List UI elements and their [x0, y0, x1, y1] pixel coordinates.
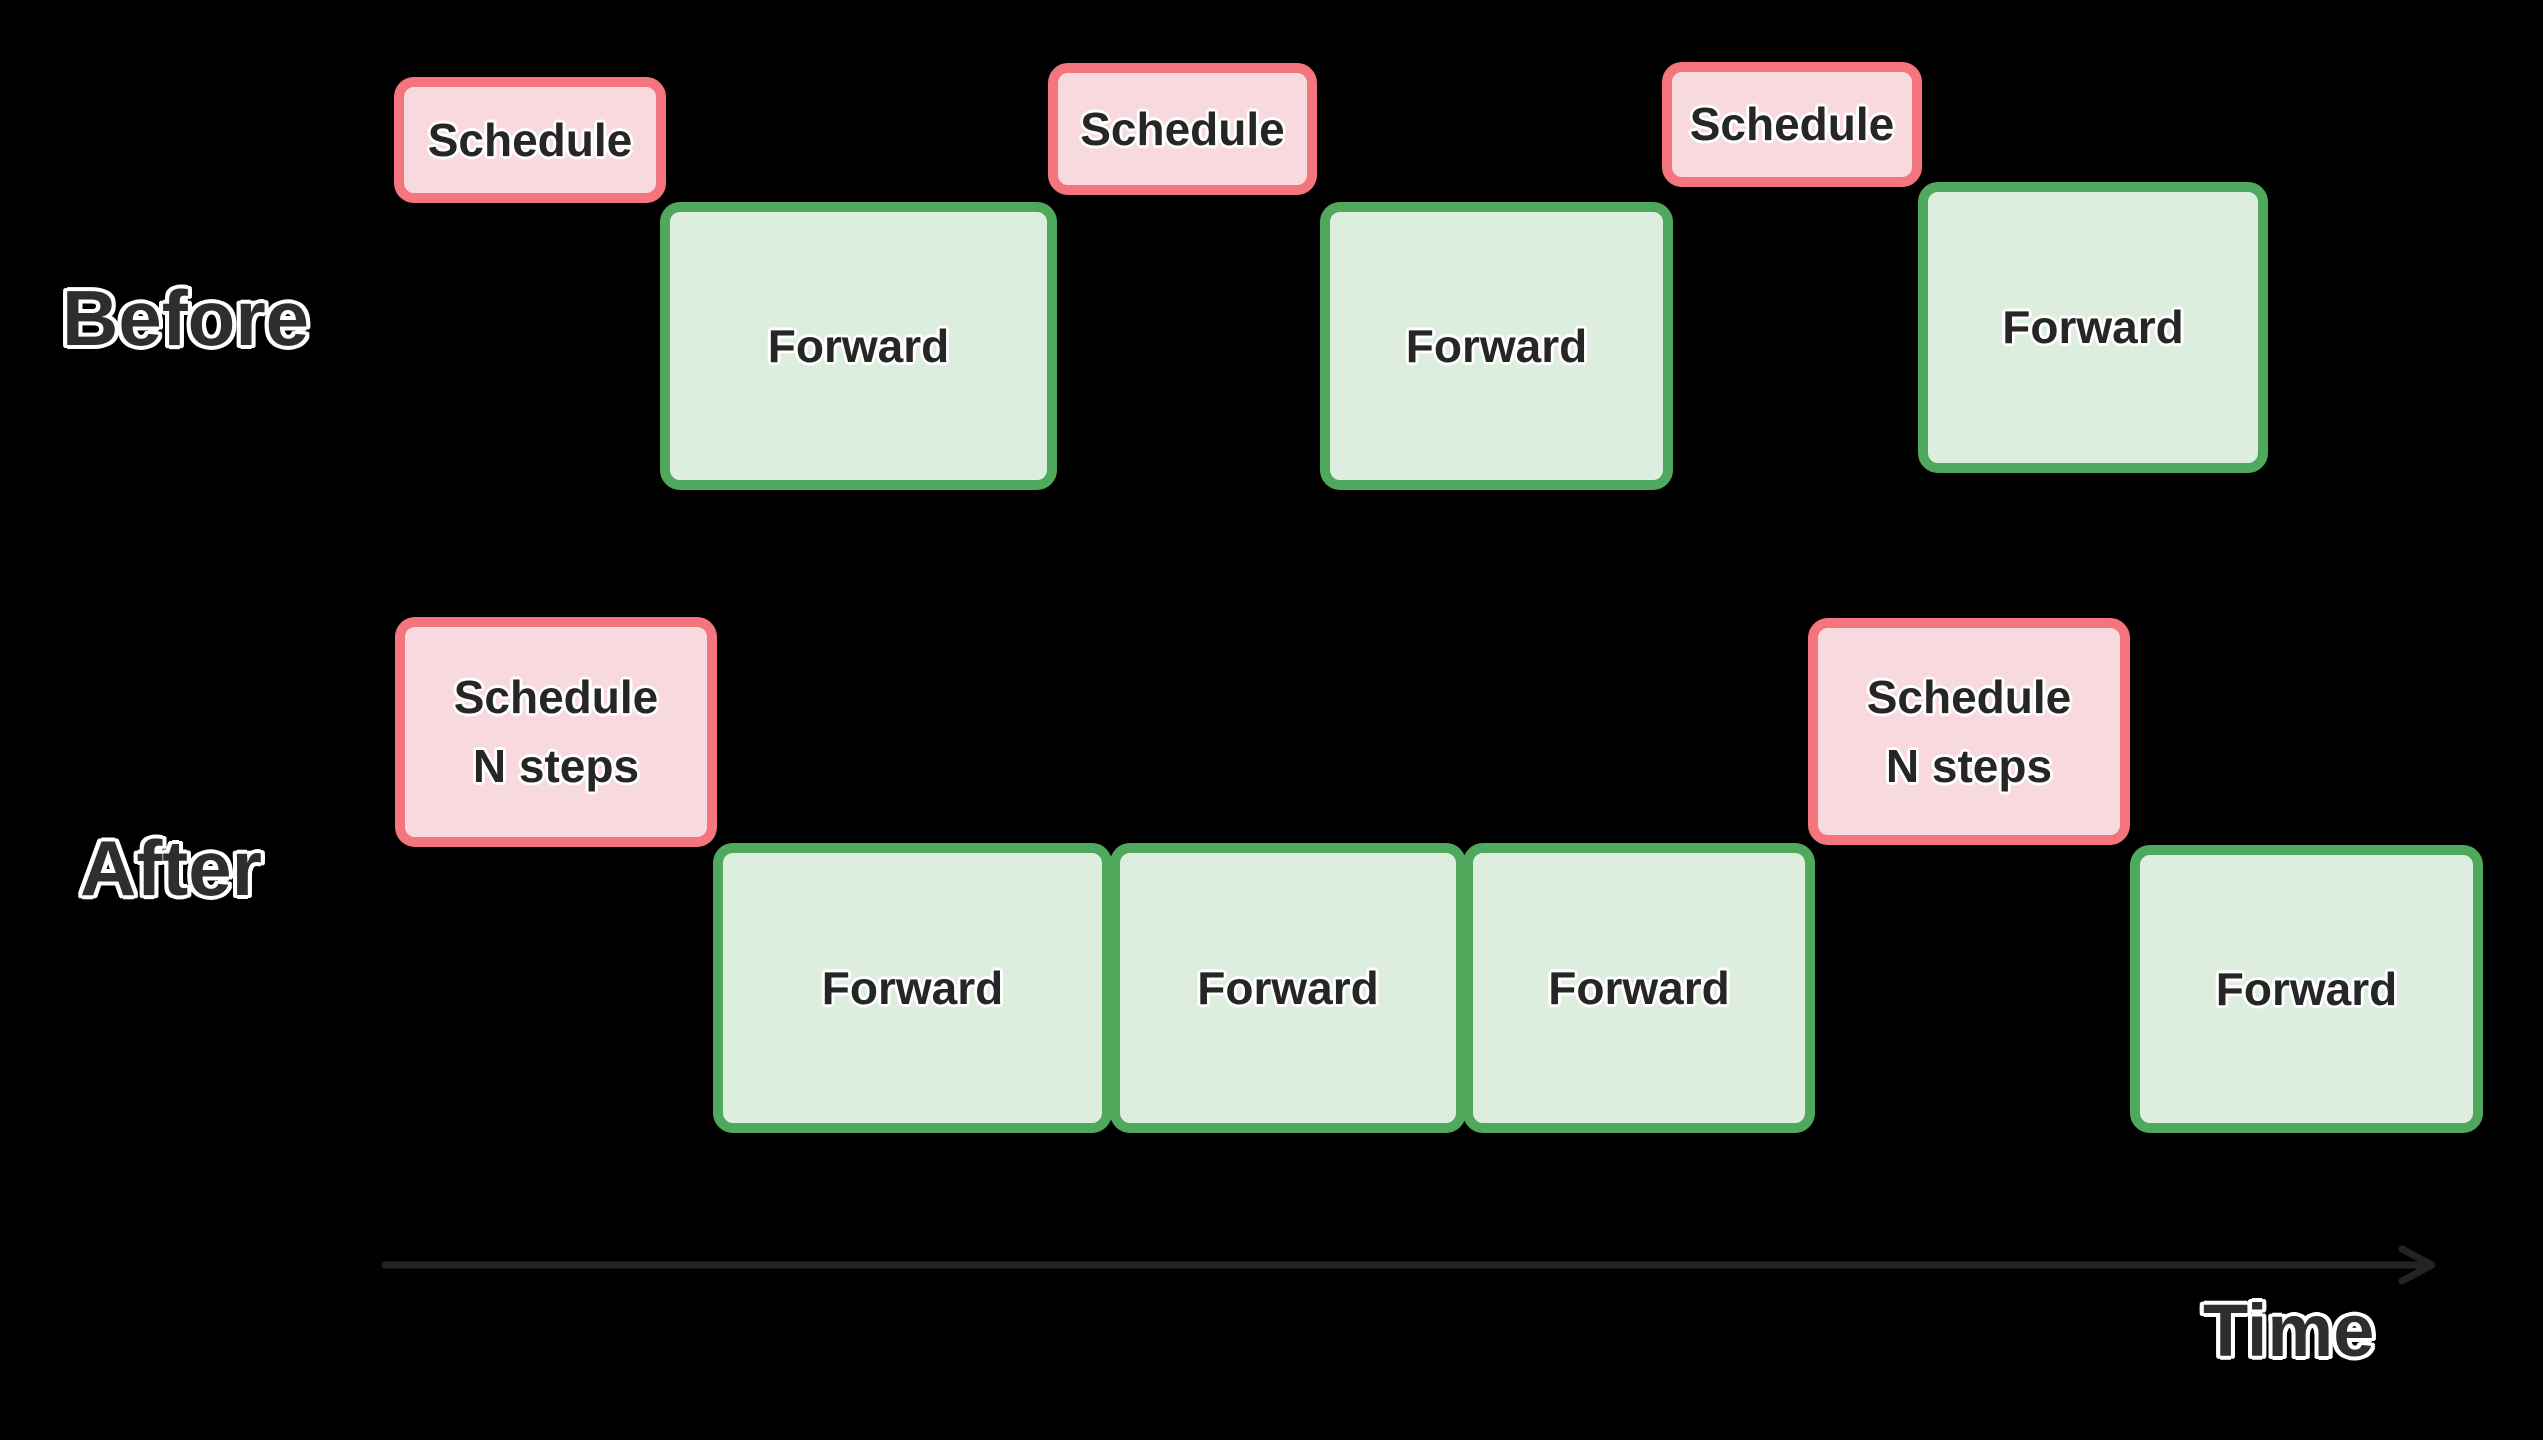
schedule-block: Schedule N steps: [1808, 618, 2130, 845]
forward-block: Forward: [713, 843, 1112, 1133]
block-label: N steps: [472, 740, 640, 792]
forward-block: Forward: [2130, 845, 2483, 1133]
time-arrow-head-icon: [2398, 1245, 2436, 1285]
block-label: Forward: [1197, 961, 1379, 1014]
block-label: Schedule: [1866, 670, 2072, 723]
block-label: Schedule: [453, 671, 659, 723]
before-row-label: Before: [62, 274, 310, 362]
block-label: N steps: [1885, 739, 2053, 792]
block-label: Schedule: [1689, 98, 1895, 150]
forward-block: Forward: [1463, 843, 1815, 1133]
block-label: Forward: [2215, 962, 2398, 1015]
forward-block: Forward: [1918, 182, 2268, 473]
forward-block: Forward: [660, 202, 1057, 490]
forward-block: Forward: [1110, 843, 1466, 1133]
forward-block: Forward: [1320, 202, 1673, 490]
schedule-block: Schedule: [1048, 63, 1317, 195]
time-axis-label: Time: [2203, 1289, 2375, 1372]
after-row-label: After: [80, 824, 263, 912]
block-label: Forward: [821, 961, 1004, 1014]
block-label: Forward: [1548, 961, 1730, 1014]
block-label: Forward: [2002, 301, 2184, 353]
block-label: Forward: [767, 319, 950, 372]
schedule-block: Schedule: [1662, 62, 1922, 187]
block-label: Forward: [1405, 319, 1588, 372]
block-label: Schedule: [1080, 102, 1285, 155]
schedule-block: Schedule N steps: [395, 617, 717, 847]
block-label: Schedule: [427, 113, 633, 166]
schedule-block: Schedule: [394, 77, 666, 203]
